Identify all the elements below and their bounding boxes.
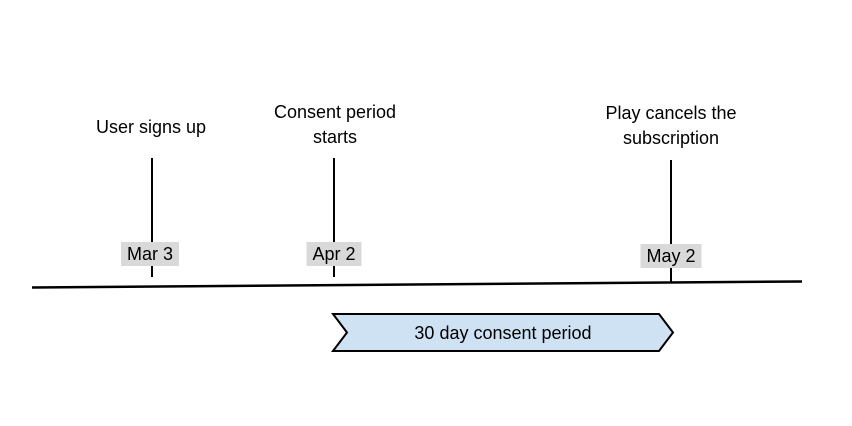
consent-period-banner-label: 30 day consent period — [414, 323, 592, 343]
milestone-tick-line — [151, 158, 153, 277]
milestone-tick-line — [333, 158, 335, 277]
milestone-date-label: Apr 2 — [306, 242, 362, 266]
milestone-date-label: Mar 3 — [120, 242, 180, 266]
milestone-title-user-signs-up: User signs up — [95, 117, 207, 137]
timeline-axis-line — [31, 280, 803, 289]
milestone-date-label: May 2 — [640, 244, 702, 268]
milestone-title-consent-period-starts: Consent period starts — [273, 102, 397, 147]
milestone-title-play-cancels-subscription: Play cancels the subscription — [605, 103, 737, 148]
milestone-tick-line — [670, 160, 672, 283]
